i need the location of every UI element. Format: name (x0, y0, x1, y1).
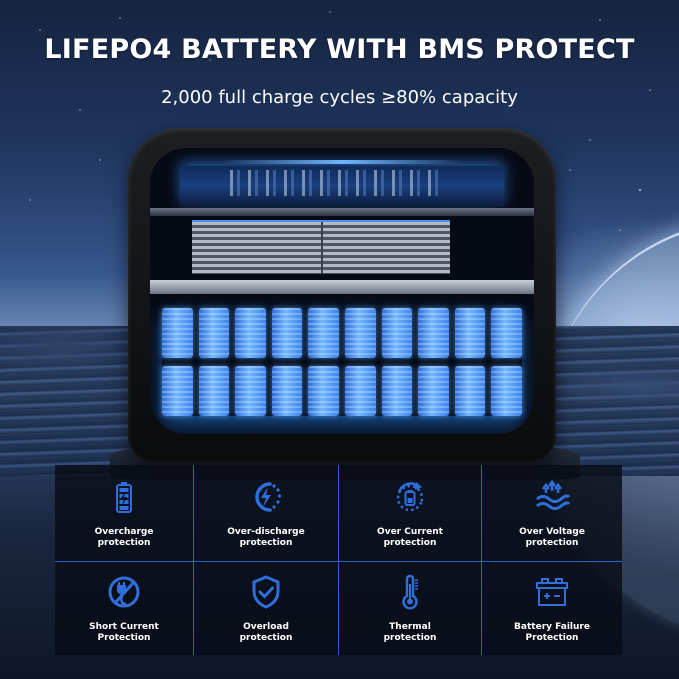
battery-cell (345, 308, 376, 358)
thermometer-icon (402, 574, 418, 610)
battery-cell (381, 308, 413, 358)
car-battery-icon (536, 578, 568, 606)
feature-over-current: Over Current protection (338, 465, 481, 562)
shield-check-icon (252, 575, 280, 609)
battery-charging-icon (116, 482, 132, 513)
battery-cell (454, 308, 486, 358)
battery-cell (381, 366, 413, 416)
feature-label-line2: protection (239, 538, 293, 548)
feature-label-line2: protection (239, 633, 293, 643)
battery-cell (271, 308, 303, 358)
page-subtitle: 2,000 full charge cycles ≥80% capacity (161, 87, 518, 108)
feature-over-discharge: Over-discharge protection (193, 465, 338, 562)
feature-overcharge: Overcharge protection (55, 465, 193, 562)
feature-label-line2: Protection (525, 633, 579, 643)
battery-cell (162, 366, 193, 416)
power-station-cutaway (128, 128, 556, 462)
circuit-board (180, 160, 504, 206)
feature-label-line2: Protection (97, 633, 151, 643)
battery-cell (198, 308, 230, 358)
battery-tray (150, 280, 534, 294)
battery-cell (454, 366, 486, 416)
feature-overload: Overload protection (193, 562, 338, 655)
battery-cell (235, 366, 266, 416)
battery-cell (418, 308, 449, 358)
heatsink (192, 220, 450, 274)
battery-cell-array (162, 308, 522, 416)
battery-cycle-icon (396, 482, 424, 512)
feature-label-line1: Short Current (89, 622, 159, 632)
device-internal-view (150, 148, 534, 434)
feature-label-line2: protection (383, 538, 437, 548)
voltage-waves-arrows-icon (536, 479, 570, 510)
feature-label-line1: Over Current (377, 527, 443, 537)
lightning-discharge-icon (255, 482, 282, 512)
battery-cell (491, 308, 522, 358)
feature-label-line1: Battery Failure (514, 622, 590, 632)
feature-label-line2: protection (383, 633, 437, 643)
pcb-components (230, 170, 444, 196)
page-title: LIFEPO4 BATTERY WITH BMS PROTECT (44, 34, 635, 65)
feature-label-line1: Thermal (389, 622, 431, 632)
battery-cell (345, 366, 376, 416)
feature-label-line2: protection (525, 538, 579, 548)
protection-features-grid: Overcharge protection Over-discharge pro… (55, 465, 622, 655)
feature-label-line1: Overcharge (94, 527, 154, 537)
battery-cell (308, 308, 339, 358)
feature-battery-failure: Battery Failure Protection (481, 562, 622, 655)
no-plug-icon (108, 576, 140, 608)
feature-label-line1: Over Voltage (519, 527, 585, 537)
feature-label-line2: protection (97, 538, 151, 548)
feature-over-voltage: Over Voltage protection (481, 465, 622, 562)
feature-label-line1: Overload (243, 622, 289, 632)
feature-thermal: Thermal protection (338, 562, 481, 655)
feature-short-current: Short Current Protection (55, 562, 193, 655)
battery-cell (491, 366, 522, 416)
battery-cell (308, 366, 339, 416)
internal-shelf (150, 208, 534, 216)
feature-label-line1: Over-discharge (227, 527, 305, 537)
battery-cell (271, 366, 303, 416)
battery-cell (235, 308, 266, 358)
battery-cell (198, 366, 230, 416)
battery-cell (162, 308, 193, 358)
battery-cell (418, 366, 449, 416)
